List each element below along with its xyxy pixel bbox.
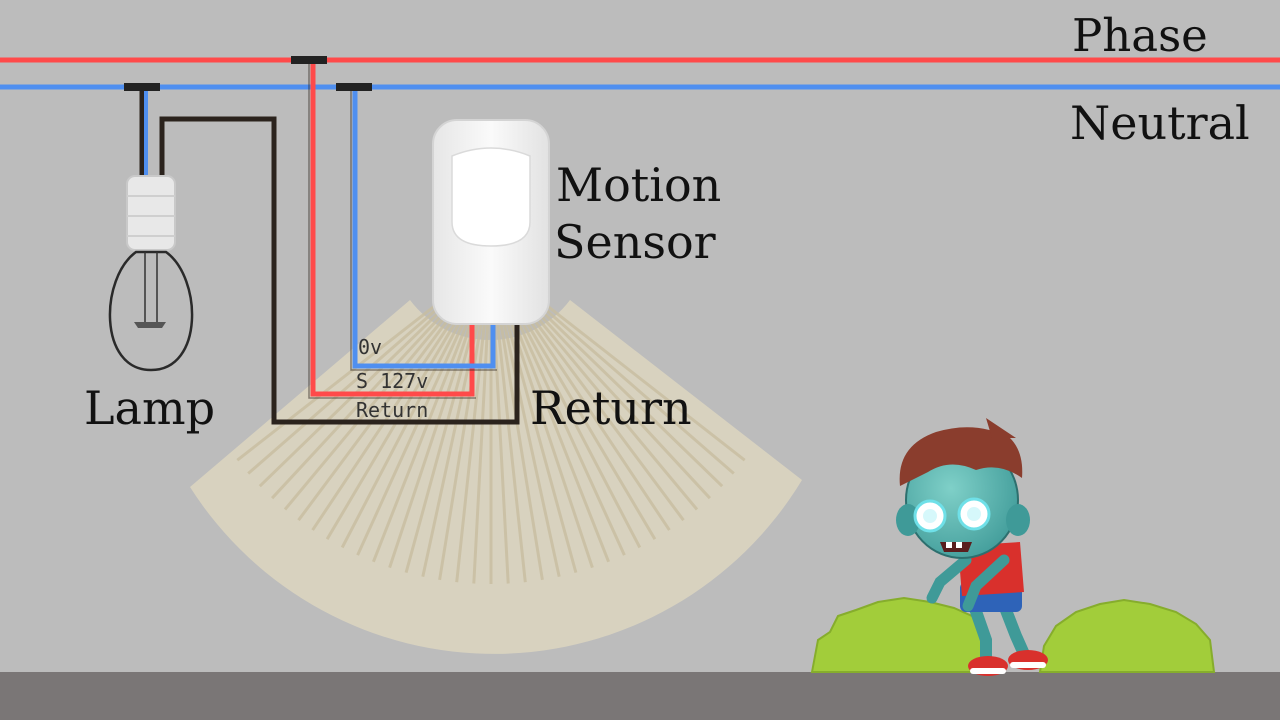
cone-ray <box>537 297 746 462</box>
cone-ray <box>511 317 610 563</box>
return-label: Return <box>530 381 692 435</box>
light-bulb-icon <box>108 175 194 372</box>
zombie-character-icon <box>896 418 1048 676</box>
cone-ray <box>533 302 724 488</box>
return-wire <box>159 116 520 425</box>
cone-ray <box>525 309 685 522</box>
cone-ray <box>517 314 642 549</box>
lamp-label: Lamp <box>84 381 216 435</box>
sensor-label: Sensor <box>554 215 716 269</box>
cone-ray <box>372 317 471 563</box>
neutral-tap-sensor <box>336 83 372 91</box>
cone-ray <box>247 300 447 475</box>
cone-ray <box>499 320 544 581</box>
cone-ray <box>404 319 477 573</box>
motion-label: Motion <box>556 158 722 212</box>
cone-ray <box>520 312 657 540</box>
cone-ray <box>495 321 527 583</box>
cone-ray <box>492 321 510 584</box>
cone-ray <box>530 304 712 500</box>
cone-ray <box>421 320 480 578</box>
phase-label: Phase <box>1072 9 1208 62</box>
cone-ray <box>528 307 699 511</box>
cone-ray <box>283 307 454 511</box>
cone-ray <box>514 315 626 556</box>
cone-ray <box>325 312 462 540</box>
motion-sensor-icon <box>432 119 550 325</box>
ground <box>0 672 1280 720</box>
cone-ray <box>502 320 561 578</box>
detection-cone <box>190 297 802 654</box>
cone-ray <box>356 315 468 556</box>
sensor-neutral-wire <box>352 91 496 369</box>
terminal-supply-label: S 127v <box>356 369 429 393</box>
cone-ray <box>297 309 457 522</box>
neutral-tap-lamp <box>124 83 160 91</box>
cone-ray <box>270 304 452 500</box>
cone-ray <box>508 318 594 569</box>
cone-ray <box>340 314 465 549</box>
cone-ray <box>388 318 474 569</box>
neutral-label: Neutral <box>1070 96 1250 150</box>
terminal-return-label: Return <box>356 398 429 422</box>
sensor-phase-wire <box>310 64 475 397</box>
cone-ray <box>236 297 445 462</box>
cone-ray <box>522 311 671 531</box>
bush-icon <box>810 596 1216 673</box>
phase-tap <box>291 56 327 64</box>
terminal-0v-label: 0v <box>358 335 383 359</box>
cone-ray <box>535 300 735 475</box>
